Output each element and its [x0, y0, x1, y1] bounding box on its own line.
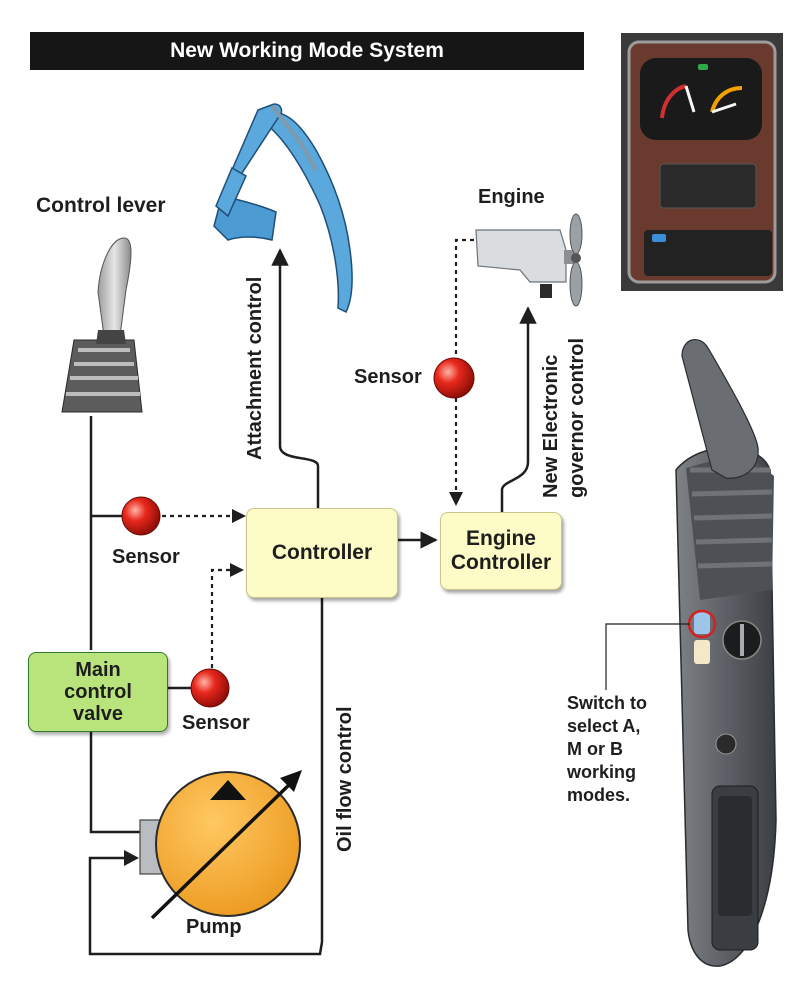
engine-sensor-arrowhead [449, 492, 463, 506]
valve-label-3: valve [72, 703, 124, 725]
controller-label: Controller [271, 541, 373, 564]
caption-line: working [567, 762, 637, 782]
valve-label-1: Main [75, 659, 121, 681]
sensor-valve-label: Sensor [182, 712, 250, 734]
caption-line: select A, [567, 716, 641, 736]
pump-illustration [139, 770, 302, 920]
lever-sensor-arrowhead [232, 509, 246, 523]
caption-line: M or B [567, 739, 623, 759]
valve-label-2: control [64, 681, 132, 703]
mode-switch-caption: Switch to select A, M or B working modes… [567, 692, 647, 807]
engine-controller-box: Engine Controller [440, 512, 562, 590]
main-control-valve-box: Main control valve [28, 652, 168, 732]
engine-illustration [475, 213, 583, 307]
joystick-console-photo [675, 339, 777, 967]
sensor-lever-label: Sensor [112, 546, 180, 568]
engine-controller-label-2: Controller [450, 551, 552, 574]
pump-feedback-line [88, 596, 324, 956]
oil-flow-control-label: Oil flow control [334, 706, 356, 852]
caption-line: modes. [567, 785, 631, 805]
connection-lines [88, 248, 537, 956]
governor-control-line [500, 306, 537, 512]
sensor-engine [433, 357, 475, 399]
sensor-signal-lines [162, 238, 474, 668]
engine-controller-label-1: Engine [465, 527, 536, 550]
governor-control-label-2: governor control [566, 337, 588, 498]
sensor-valve [190, 668, 230, 708]
callout-line [605, 623, 690, 690]
engine-label: Engine [478, 186, 545, 208]
engine-sensor-signal-line [454, 238, 474, 362]
sensor-engine-label: Sensor [354, 366, 422, 388]
caption-line: Switch to [567, 693, 647, 713]
valve-sensor-signal-line [210, 568, 234, 668]
excavator-arm-illustration [213, 103, 353, 314]
feedback-arrowhead [124, 850, 139, 866]
control-lever-label: Control lever [36, 194, 166, 217]
control-lever-illustration [61, 237, 143, 413]
valve-to-pump-line [89, 730, 140, 834]
pump-label: Pump [186, 916, 242, 938]
controller-box: Controller [246, 508, 398, 598]
attachment-control-label: Attachment control [244, 276, 266, 460]
valve-sensor-arrowhead [230, 563, 244, 577]
sensor-lever [121, 496, 161, 536]
monitor-panel-photo [621, 33, 783, 291]
governor-control-label-1: New Electronic [540, 354, 562, 498]
diagram-title: New Working Mode System [30, 32, 584, 70]
attachment-control-line [271, 248, 320, 508]
